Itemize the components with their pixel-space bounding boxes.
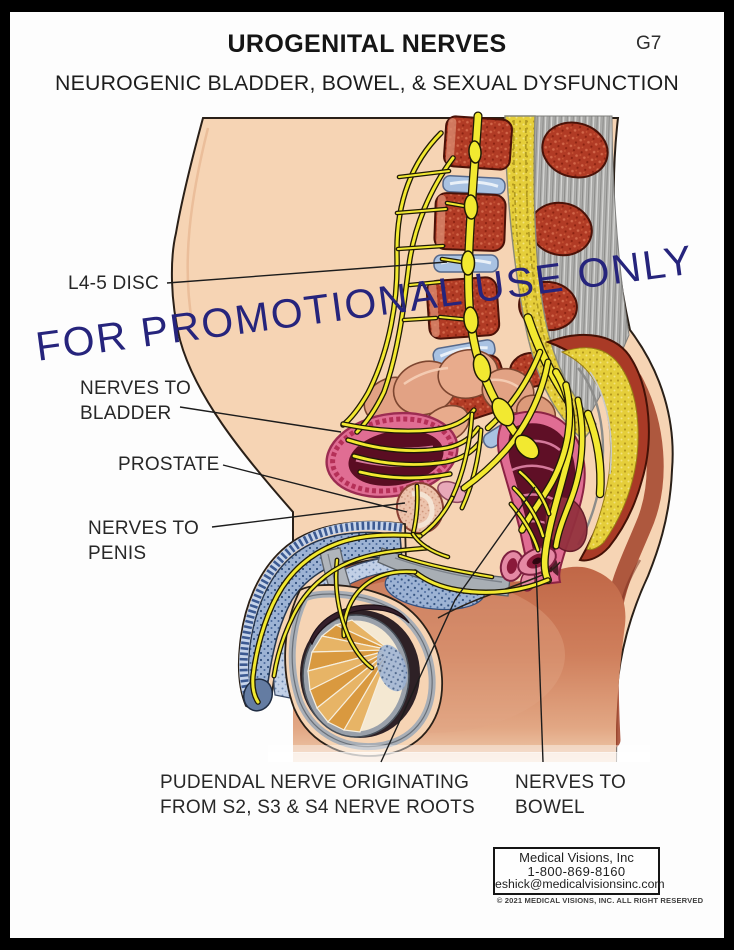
page-title: UROGENITAL NERVES (227, 30, 507, 58)
footer-phone: 1-800-869-8160 (527, 864, 626, 879)
label-nerves-to-bowel: NERVES TO BOWEL (515, 772, 627, 818)
label-l4-5-disc: L4-5 DISC (68, 273, 159, 294)
page-subtitle: NEUROGENIC BLADDER, BOWEL, & SEXUAL DYSF… (55, 71, 679, 95)
pointer-nerves-to-bladder (179, 406, 342, 433)
pointer-prostate (222, 464, 408, 513)
label-nerves-to-penis: NERVES TO PENIS (88, 518, 200, 564)
nerves (249, 111, 605, 705)
nerves-to-bowel (518, 470, 551, 516)
vertebra (425, 276, 501, 340)
footer-company: Medical Visions, Inc (519, 850, 634, 865)
footer-contact-box: Medical Visions, Inc 1-800-869-8160 eshi… (493, 847, 665, 895)
label-nerves-to-bladder: NERVES TO BLADDER (80, 378, 192, 424)
nerves-to-penis (251, 533, 422, 704)
perineum-contour (437, 561, 561, 619)
footer-email: eshick@medicalvisionsinc.com (495, 877, 665, 891)
pointer-nerves-to-bowel (535, 564, 544, 763)
footer-copyright: © 2021 MEDICAL VISIONS, INC. ALL RIGHT R… (496, 896, 704, 905)
prostate (395, 482, 445, 534)
plate-code: G7 (636, 33, 662, 54)
pointer-pudendal-nerve (380, 486, 536, 763)
hypogastric-nerve (341, 131, 443, 427)
pointer-nerves-to-penis (211, 502, 406, 528)
pointer-lines (166, 261, 544, 763)
pointer-l4-5-disc (166, 261, 448, 284)
ribbed-tunica (239, 521, 403, 704)
label-pudendal-nerve: PUDENDAL NERVE ORIGINATING FROM S2, S3 &… (160, 772, 475, 818)
label-prostate: PROSTATE (118, 454, 220, 475)
epididymis (309, 604, 410, 646)
nerves-to-bladder (341, 408, 476, 433)
sympathetic-ganglia (460, 140, 540, 460)
